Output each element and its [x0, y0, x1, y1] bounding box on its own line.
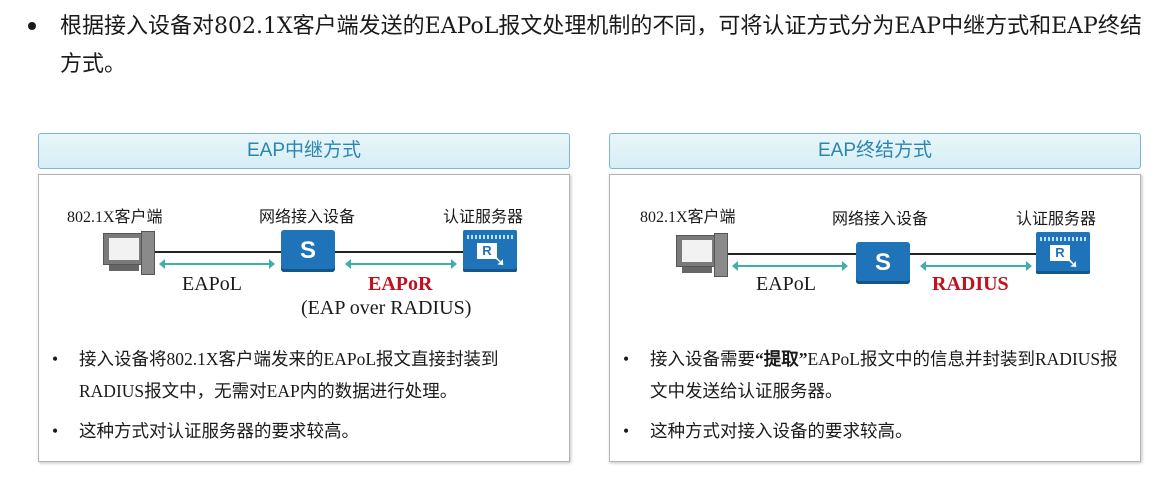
list-item: • 这种方式对认证服务器的要求较高。	[49, 415, 563, 447]
list-item: • 这种方式对接入设备的要求较高。	[620, 415, 1134, 447]
eapol-arrow-icon	[159, 259, 275, 269]
bullet-mark: •	[623, 421, 630, 441]
eapol-label: EAPoL	[182, 273, 242, 295]
server-icon: R ➘	[463, 230, 517, 272]
client-device-link	[728, 253, 856, 255]
panel-title: EAP中继方式	[38, 133, 570, 169]
pc-icon	[101, 231, 157, 279]
eapol-arrow-icon	[732, 261, 848, 271]
panel-body: 802.1X客户端 网络接入设备 认证服务器 S R ➘ EAPoL RADIU…	[609, 174, 1141, 462]
list-item: • 接入设备将802.1X客户端发来的EAPoL报文直接封装到RADIUS报文中…	[49, 343, 563, 407]
client-device-link	[155, 251, 281, 253]
switch-icon: S	[856, 242, 910, 284]
eapor-subtitle: (EAP over RADIUS)	[301, 297, 472, 319]
bullet-dot-icon	[28, 22, 36, 30]
device-label: 网络接入设备	[832, 211, 929, 228]
eapor-label: EAPoR	[368, 273, 433, 295]
bullet-mark: •	[52, 421, 59, 441]
server-label: 认证服务器	[1016, 211, 1097, 228]
client-label: 802.1X客户端	[67, 209, 163, 226]
server-icon: R ➘	[1036, 232, 1090, 274]
radius-label: RADIUS	[932, 273, 1009, 295]
client-label: 802.1X客户端	[640, 209, 736, 226]
bullet-mark: •	[623, 349, 630, 369]
intro-text: 根据接入设备对802.1X客户端发送的EAPoL报文处理机制的不同，可将认证方式…	[60, 14, 1142, 77]
eap-termination-panel: EAP终结方式 802.1X客户端 网络接入设备 认证服务器 S R ➘ EAP…	[609, 133, 1141, 462]
list-item: • 接入设备需要“提取”EAPoL报文中的信息并封装到RADIUS报文中发送给认…	[620, 343, 1134, 407]
eap-relay-panel: EAP中继方式 802.1X客户端 网络接入设备 认证服务器 S R ➘ EAP…	[38, 133, 570, 462]
pc-icon	[674, 233, 730, 281]
radius-arrow-icon	[920, 261, 1032, 271]
panel-title: EAP终结方式	[609, 133, 1141, 169]
bullet-list: • 接入设备将802.1X客户端发来的EAPoL报文直接封装到RADIUS报文中…	[49, 343, 563, 455]
device-server-link	[335, 251, 463, 253]
bullet-list: • 接入设备需要“提取”EAPoL报文中的信息并封装到RADIUS报文中发送给认…	[620, 343, 1134, 455]
server-label: 认证服务器	[443, 209, 524, 226]
switch-icon: S	[281, 230, 335, 272]
panel-body: 802.1X客户端 网络接入设备 认证服务器 S R ➘ EAPoL EAPoR…	[38, 174, 570, 462]
device-label: 网络接入设备	[259, 209, 356, 226]
device-server-link	[910, 253, 1036, 255]
eapol-label: EAPoL	[756, 273, 816, 295]
eapor-arrow-icon	[345, 259, 457, 269]
intro-paragraph: 根据接入设备对802.1X客户端发送的EAPoL报文处理机制的不同，可将认证方式…	[22, 8, 1162, 84]
bullet-mark: •	[52, 349, 59, 369]
